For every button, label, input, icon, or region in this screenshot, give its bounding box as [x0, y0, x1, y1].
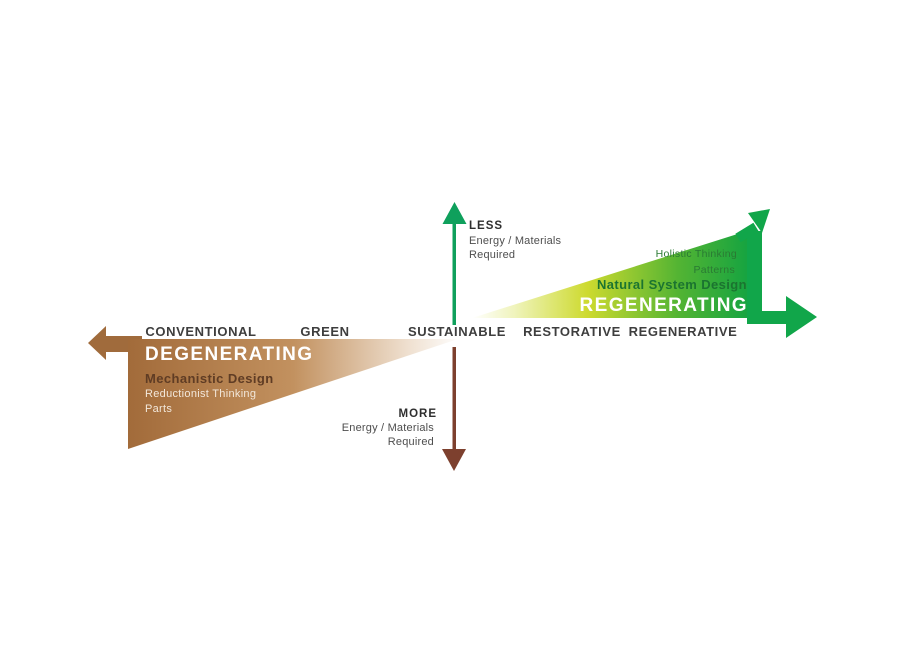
degenerating-triangle — [128, 339, 458, 449]
regenerating-triangle — [472, 231, 747, 318]
less-title: LESS — [469, 220, 504, 232]
degenerating-thinking: Reductionist Thinking — [145, 388, 257, 400]
degenerating-design: Mechanistic Design — [145, 371, 274, 386]
diagonal-arrow-head — [748, 209, 770, 233]
axis-label-conventional: CONVENTIONAL — [145, 324, 257, 339]
axis-label-restorative: RESTORATIVE — [523, 324, 621, 339]
axis-label-regenerative: REGENERATIVE — [628, 324, 738, 339]
more-title: MORE — [398, 408, 437, 420]
degenerating-parts: Parts — [145, 403, 173, 415]
up-arrow-head — [442, 202, 467, 224]
axis-label-sustainable: SUSTAINABLE — [407, 324, 507, 339]
up-arrow-shaft — [452, 222, 456, 325]
right-arrow — [747, 231, 817, 338]
axis-label-green: GREEN — [300, 324, 350, 339]
less-line1: Energy / Materials — [469, 235, 562, 247]
more-line2: Required — [387, 436, 434, 448]
diagonal-arrow-shaft — [735, 222, 759, 243]
regenerating-patterns: Patterns — [693, 264, 735, 276]
degenerating-title: DEGENERATING — [145, 344, 314, 365]
down-arrow-head — [442, 449, 466, 471]
regenerating-title: REGENERATING — [579, 295, 748, 316]
regenerating-design: Natural System Design — [596, 277, 747, 292]
down-arrow-shaft — [452, 347, 456, 450]
regenerating-thinking: Holistic Thinking — [655, 248, 737, 260]
more-line1: Energy / Materials — [341, 422, 434, 434]
less-line2: Required — [469, 249, 516, 261]
